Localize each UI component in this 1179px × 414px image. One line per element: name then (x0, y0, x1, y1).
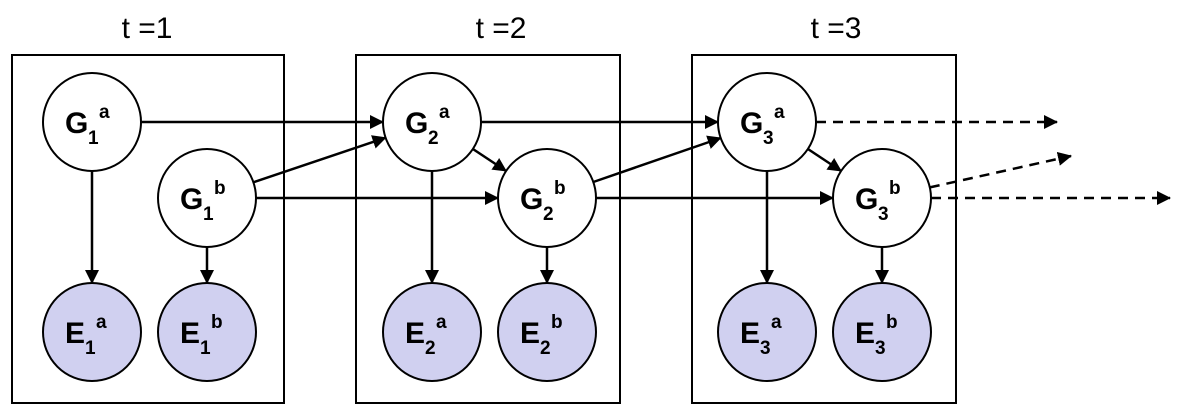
time-slice-box-2 (355, 54, 621, 404)
hidden-node-circle (717, 72, 817, 172)
node-label-subscript: 2 (428, 128, 439, 149)
node-label-superscript: b (554, 178, 566, 199)
hidden-node-circle (42, 72, 142, 172)
node-label-subscript: 3 (760, 338, 771, 359)
node-label-superscript: b (214, 178, 226, 199)
node-label-superscript: b (886, 312, 898, 333)
node-label-subscript: 1 (88, 128, 99, 149)
node-label-superscript: a (774, 102, 785, 123)
node-label-subscript: 3 (875, 338, 886, 359)
hidden-node-circle (497, 148, 597, 248)
node-label-superscript: a (436, 312, 447, 333)
node-label-subscript: 3 (878, 204, 889, 225)
node-label-main: E (740, 317, 760, 350)
node-label-main: E (65, 317, 85, 350)
node-label-subscript: 2 (540, 338, 551, 359)
node-label-superscript: b (889, 178, 901, 199)
node-label-main: G (180, 183, 203, 216)
time-slice-box-3 (691, 54, 957, 404)
node-label-superscript: a (96, 312, 107, 333)
node-label-subscript: 3 (763, 128, 774, 149)
evidence-node-circle (717, 282, 817, 382)
hidden-node-circle (382, 72, 482, 172)
node-label-superscript: a (771, 312, 782, 333)
node-label-subscript: 2 (425, 338, 436, 359)
time-slice-box-1 (11, 54, 285, 404)
node-label-main: E (405, 317, 425, 350)
hidden-node-circle (832, 148, 932, 248)
node-label-subscript: 2 (543, 204, 554, 225)
edge-G3b-to-next-a-dashed (929, 151, 1072, 189)
node-label-main: E (520, 317, 540, 350)
hidden-node-circle (157, 148, 257, 248)
slice-label-t2: t =2 (476, 12, 527, 45)
node-label-main: G (740, 107, 763, 140)
node-label-main: G (405, 107, 428, 140)
node-label-main: G (855, 183, 878, 216)
node-label-superscript: b (551, 312, 563, 333)
node-label-superscript: a (99, 102, 110, 123)
evidence-node-circle (382, 282, 482, 382)
node-label-superscript: a (439, 102, 450, 123)
node-label-main: G (65, 107, 88, 140)
node-label-main: E (180, 317, 200, 350)
evidence-node-circle (497, 282, 597, 382)
evidence-node-circle (832, 282, 932, 382)
node-label-main: E (855, 317, 875, 350)
edge-G1b-to-G2a (253, 135, 387, 184)
evidence-node-circle (42, 282, 142, 382)
node-label-subscript: 1 (85, 338, 96, 359)
node-label-subscript: 1 (200, 338, 211, 359)
edge-G3a-to-G3b (807, 147, 842, 173)
evidence-node-circle (157, 282, 257, 382)
slice-label-t1: t =1 (122, 12, 173, 45)
edge-G2b-to-G3a (592, 135, 722, 184)
node-label-subscript: 1 (203, 204, 214, 225)
node-label-main: G (520, 183, 543, 216)
node-label-superscript: b (211, 312, 223, 333)
slice-label-t3: t =3 (811, 12, 862, 45)
edge-G2a-to-G2b (472, 147, 507, 173)
